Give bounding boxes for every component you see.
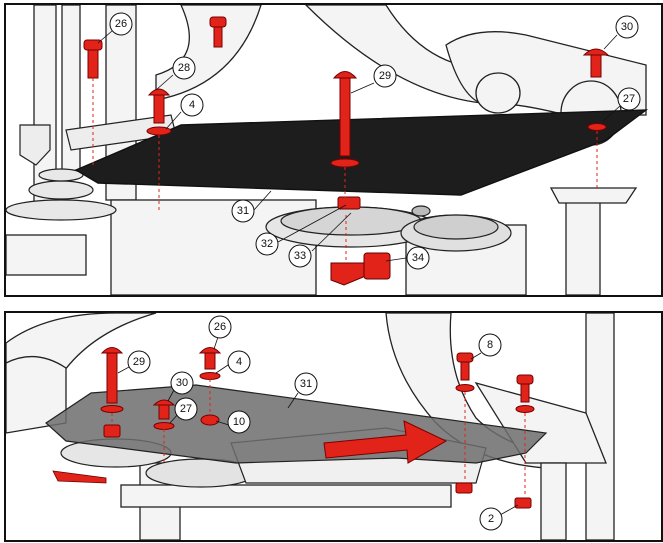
- bolt-26-head: [198, 347, 222, 354]
- nut-2a: [455, 482, 473, 494]
- bottom-rail: [120, 484, 452, 508]
- nut-2b: [514, 497, 532, 509]
- lower-left-block: [6, 234, 87, 276]
- callout-31: 31: [237, 205, 249, 217]
- left-pulley-2: [6, 199, 117, 221]
- callout-2: 2: [488, 513, 494, 525]
- callout-4: 4: [189, 99, 195, 111]
- washer-4: [146, 126, 172, 136]
- callout-8: 8: [487, 339, 493, 351]
- cover-plate-31: [74, 109, 649, 196]
- bolt-26-shank: [204, 352, 216, 370]
- callout-4: 4: [236, 356, 242, 368]
- washer-27: [587, 123, 607, 131]
- bottom-pedestal-right: [540, 462, 567, 540]
- callout-33: 33: [294, 250, 306, 262]
- screw-8-shank: [460, 361, 470, 381]
- direction-arrow-icon: [323, 420, 448, 464]
- top-illustration-panel: 26 28 4 29 30 27 31 32 33 34: [4, 3, 663, 297]
- bolt-29-head: [100, 347, 124, 354]
- screw-top-head: [209, 16, 227, 28]
- callout-27: 27: [623, 93, 635, 105]
- washer-4: [199, 372, 221, 380]
- bracket-34-block: [363, 252, 391, 280]
- washer-8: [455, 384, 475, 392]
- left-red-bracket: [52, 470, 107, 484]
- screw-8b-head: [516, 374, 534, 385]
- left-tube-end: [6, 355, 67, 434]
- callout-28: 28: [178, 62, 190, 74]
- screw-8-head: [456, 352, 474, 363]
- right-pedestal: [565, 199, 601, 295]
- pulley-nut: [411, 205, 431, 217]
- bolt-30-shank: [158, 404, 170, 420]
- washer-8b: [515, 405, 535, 413]
- washer-27: [153, 422, 175, 430]
- left-bracket: [19, 124, 51, 166]
- bolt-4-head: [147, 88, 171, 96]
- left-pulley-3: [38, 168, 84, 182]
- pedestal-cap: [549, 187, 638, 204]
- nut-29-base: [103, 424, 121, 438]
- bolt-30-shank: [590, 54, 602, 78]
- nut-10: [200, 414, 220, 426]
- screw-8b-shank: [520, 383, 530, 403]
- callout-32: 32: [261, 238, 273, 250]
- callout-30: 30: [176, 377, 188, 389]
- callout-27: 27: [180, 403, 192, 415]
- right-upright: [585, 313, 615, 540]
- bolt-30-head: [152, 399, 176, 406]
- callout-26: 26: [214, 321, 226, 333]
- bottom-assembly-drawing: 26 4 8 29 30 27 31 10 2: [6, 313, 615, 540]
- upper-tube-left: [155, 5, 262, 101]
- screw-top-shank: [213, 26, 223, 48]
- callout-30: 30: [621, 21, 633, 33]
- callout-29: 29: [379, 70, 391, 82]
- main-pulley-hub: [280, 206, 422, 236]
- bolt-4-shank: [153, 94, 165, 124]
- washer-29: [330, 158, 360, 168]
- callout-29: 29: [133, 356, 145, 368]
- callout-34: 34: [412, 252, 424, 264]
- callout-31: 31: [300, 378, 312, 390]
- bolt-30-head: [582, 48, 610, 56]
- bolt-29-head: [332, 71, 358, 79]
- right-pulley-hub: [413, 214, 499, 240]
- tube-end-cap: [475, 72, 521, 114]
- bolt-29-shank: [106, 352, 118, 404]
- bottom-illustration-panel: 26 4 8 29 30 27 31 10 2: [4, 311, 663, 542]
- bracket-34: [330, 262, 369, 286]
- screw-26-shank: [87, 49, 99, 79]
- top-assembly-drawing: 26 28 4 29 30 27 31 32 33 34: [6, 5, 649, 295]
- callout-26: 26: [115, 18, 127, 30]
- left-pulley-1: [28, 180, 94, 200]
- bolt-29-shank: [339, 77, 351, 157]
- washer-29: [100, 405, 124, 413]
- callout-10: 10: [233, 416, 245, 428]
